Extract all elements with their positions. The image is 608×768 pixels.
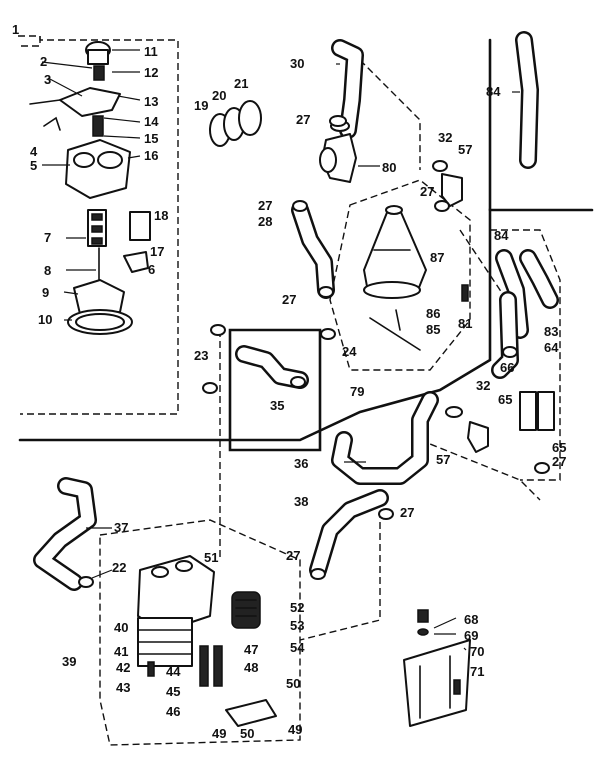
hoses — [33, 31, 559, 591]
label-57b: 57 — [436, 452, 450, 467]
label-9: 9 — [42, 285, 49, 300]
label-27b: 27 — [420, 184, 434, 199]
label-22: 22 — [112, 560, 126, 575]
label-27e: 27 — [552, 454, 566, 469]
label-46: 46 — [166, 704, 180, 719]
label-49b: 49 — [288, 722, 302, 737]
label-13: 13 — [144, 94, 158, 109]
label-23: 23 — [194, 348, 208, 363]
cone-assembly — [363, 205, 469, 351]
label-53: 53 — [290, 618, 304, 633]
label-16: 16 — [144, 148, 158, 163]
label-79: 79 — [350, 384, 364, 399]
label-65a: 65 — [498, 392, 512, 407]
label-68: 68 — [464, 612, 478, 627]
label-21: 21 — [234, 76, 248, 91]
label-2: 2 — [40, 54, 47, 69]
label-38: 38 — [294, 494, 308, 509]
label-17: 17 — [150, 244, 164, 259]
label-3: 3 — [44, 72, 51, 87]
label-65b: 65 — [552, 440, 566, 455]
label-27a: 27 — [296, 112, 310, 127]
label-30: 30 — [290, 56, 304, 71]
label-35: 35 — [270, 398, 284, 413]
label-42: 42 — [116, 660, 130, 675]
label-70: 70 — [470, 644, 484, 659]
label-8: 8 — [44, 263, 51, 278]
leader-lines — [41, 49, 520, 651]
label-24: 24 — [342, 344, 357, 359]
label-32b: 32 — [476, 378, 490, 393]
label-51: 51 — [204, 550, 218, 565]
label-45: 45 — [166, 684, 180, 699]
label-71: 71 — [470, 664, 484, 679]
label-44: 44 — [166, 664, 181, 679]
label-10: 10 — [38, 312, 52, 327]
clamps — [78, 115, 550, 588]
label-80: 80 — [382, 160, 396, 175]
label-52: 52 — [290, 600, 304, 615]
label-41: 41 — [114, 644, 128, 659]
label-81: 81 — [458, 316, 472, 331]
group-borders — [18, 35, 594, 746]
label-64: 64 — [544, 340, 559, 355]
label-49a: 49 — [212, 726, 226, 741]
label-15: 15 — [144, 131, 158, 146]
label-4: 4 — [30, 144, 38, 159]
label-27f: 27 — [400, 505, 414, 520]
label-37: 37 — [114, 520, 128, 535]
label-50b: 50 — [240, 726, 254, 741]
label-18: 18 — [154, 208, 168, 223]
label-43: 43 — [116, 680, 130, 695]
label-40: 40 — [114, 620, 128, 635]
pump-assembly — [137, 555, 277, 727]
seal-rings — [209, 100, 262, 147]
label-5: 5 — [30, 158, 37, 173]
label-39: 39 — [62, 654, 76, 669]
label-50a: 50 — [286, 676, 300, 691]
label-83: 83 — [544, 324, 558, 339]
label-20: 20 — [212, 88, 226, 103]
label-54: 54 — [290, 640, 305, 655]
label-57a: 57 — [458, 142, 472, 157]
label-19: 19 — [194, 98, 208, 113]
label-66: 66 — [500, 360, 514, 375]
label-69: 69 — [464, 628, 478, 643]
label-85: 85 — [426, 322, 440, 337]
label-28: 28 — [258, 214, 272, 229]
label-84a: 84 — [486, 84, 501, 99]
label-36: 36 — [294, 456, 308, 471]
label-27d: 27 — [282, 292, 296, 307]
actuator-assembly — [29, 41, 151, 335]
label-27g: 27 — [286, 548, 300, 563]
fittings — [441, 173, 555, 453]
label-32a: 32 — [438, 130, 452, 145]
label-84b: 84 — [494, 228, 509, 243]
label-87: 87 — [430, 250, 444, 265]
part-labels: 1 2 3 4 5 7 8 9 10 11 12 13 14 15 16 18 … — [12, 22, 566, 741]
label-14: 14 — [144, 114, 159, 129]
label-7: 7 — [44, 230, 51, 245]
bracket — [403, 609, 471, 727]
label-86: 86 — [426, 306, 440, 321]
label-12: 12 — [144, 65, 158, 80]
label-48: 48 — [244, 660, 258, 675]
label-1: 1 — [12, 22, 19, 37]
label-11: 11 — [144, 44, 158, 59]
label-47: 47 — [244, 642, 258, 657]
label-6: 6 — [148, 262, 155, 277]
label-27c: 27 — [258, 198, 272, 213]
